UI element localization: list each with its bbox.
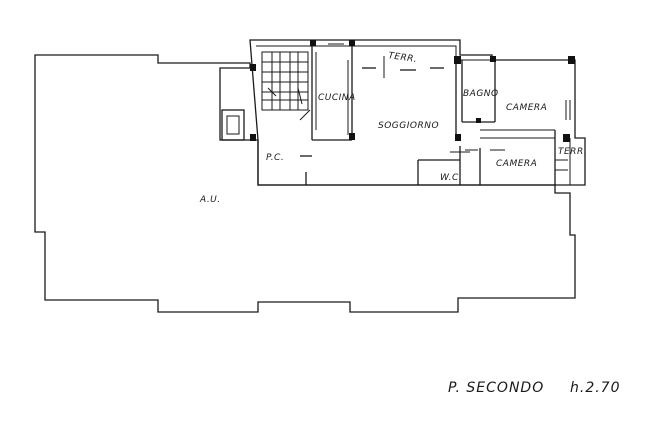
landing-label: P.C. bbox=[266, 153, 284, 163]
wc-label: W.C. bbox=[440, 173, 462, 183]
bedroom1-label: CAMERA bbox=[506, 103, 547, 113]
stairwell bbox=[261, 51, 309, 111]
terrace-top-label: TERR. bbox=[388, 51, 418, 65]
landing-box bbox=[221, 109, 245, 141]
plan-title: P. SECONDO bbox=[448, 380, 544, 396]
building-outline bbox=[34, 54, 576, 313]
apartment-inner-wall bbox=[256, 45, 570, 61]
terrace-right-label: TERR. bbox=[558, 147, 587, 157]
pillars bbox=[250, 40, 575, 142]
right-terrace bbox=[565, 100, 571, 185]
bath-label: BAGNO bbox=[463, 89, 499, 99]
plan-height: h.2.70 bbox=[570, 380, 621, 396]
other-unit-label: A.U. bbox=[199, 195, 221, 205]
living-label: SOGGIORNO bbox=[378, 121, 439, 131]
bedroom2-label: CAMERA bbox=[496, 159, 537, 169]
apartment-outline bbox=[249, 39, 586, 186]
door-marks bbox=[299, 109, 568, 185]
kitchen-label: CUCINA bbox=[318, 93, 356, 103]
top-windows bbox=[328, 43, 444, 78]
